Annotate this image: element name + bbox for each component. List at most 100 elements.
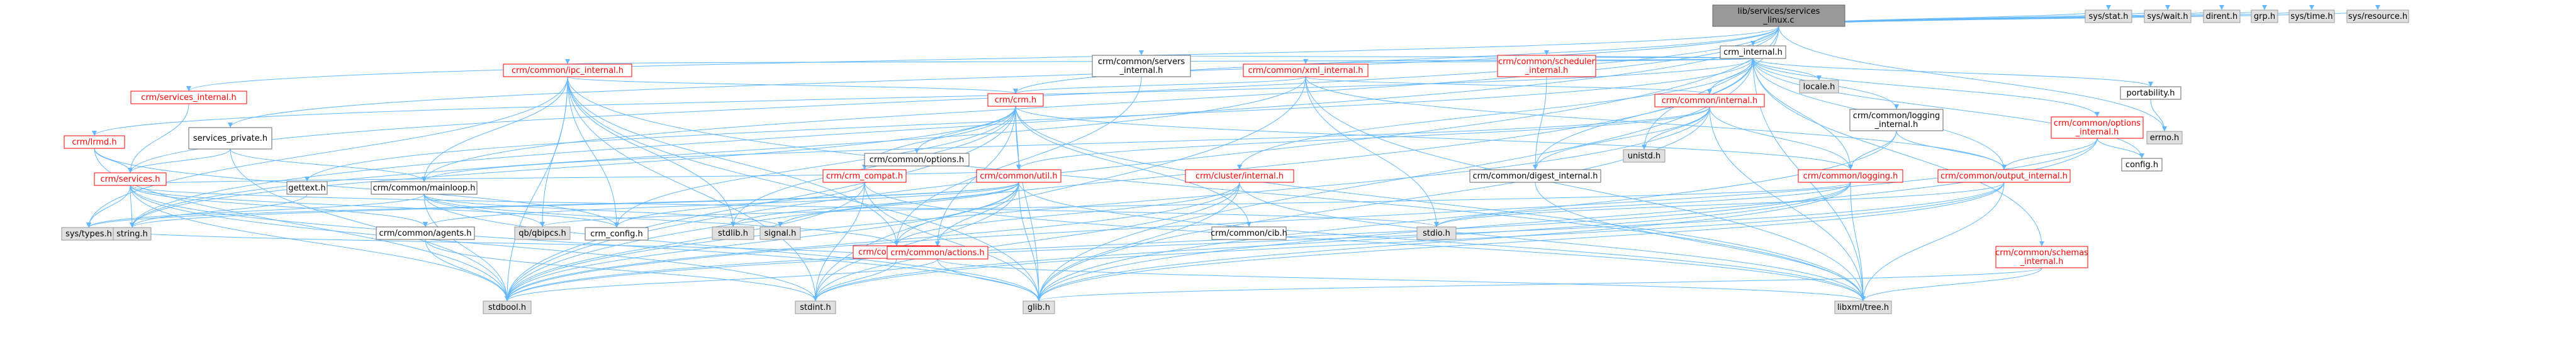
node-label: grp.h bbox=[2254, 12, 2275, 21]
node-label: stdlib.h bbox=[718, 229, 748, 238]
node-label: stdio.h bbox=[1423, 229, 1450, 238]
include-edge bbox=[864, 182, 1864, 302]
node-options-internal[interactable]: crm/common/options_internal.h bbox=[2051, 116, 2144, 139]
include-edge bbox=[1535, 76, 1547, 170]
edge-arrowhead bbox=[2219, 5, 2224, 10]
node-common-options[interactable]: crm/common/options.h bbox=[864, 153, 970, 167]
include-edge bbox=[507, 26, 1779, 302]
node-ipc-internal[interactable]: crm/common/ipc_internal.h bbox=[503, 63, 632, 77]
node-label: crm/common/xml_internal.h bbox=[1248, 66, 1363, 75]
node-common-util[interactable]: crm/common/util.h bbox=[976, 169, 1061, 183]
node-crm-internal[interactable]: crm_internal.h bbox=[1720, 45, 1786, 59]
node-box bbox=[2146, 131, 2183, 145]
node-label: sys/types.h bbox=[65, 229, 112, 239]
node-label: crm_config.h bbox=[590, 229, 643, 239]
edge-arrowhead bbox=[505, 296, 510, 301]
edge-arrowhead bbox=[565, 59, 570, 64]
edge-arrowhead bbox=[1544, 50, 1549, 55]
node-label: _linux.c bbox=[1762, 16, 1794, 25]
include-edge bbox=[732, 106, 1016, 228]
include-edge bbox=[937, 182, 1019, 247]
node-xml-internal[interactable]: crm/common/xml_internal.h bbox=[1243, 63, 1369, 77]
node-digest-internal[interactable]: crm/common/digest_internal.h bbox=[1469, 169, 1601, 183]
edge-arrowhead bbox=[540, 222, 545, 227]
edge-arrowhead bbox=[2309, 5, 2314, 10]
node-output-internal[interactable]: crm/common/output_internal.h bbox=[1937, 169, 2071, 183]
include-edge bbox=[937, 258, 1864, 302]
node-crm-compat[interactable]: crm/crm_compat.h bbox=[822, 169, 907, 183]
include-edge bbox=[1709, 106, 1864, 302]
include-edge bbox=[1015, 76, 1306, 94]
include-edge bbox=[1778, 9, 2265, 27]
edge-arrowhead bbox=[1036, 296, 1041, 301]
node-common-internal[interactable]: crm/common/internal.h bbox=[1654, 94, 1765, 107]
node-config[interactable]: config.h bbox=[2121, 158, 2163, 172]
node-servers-internal[interactable]: crm/common/servers_internal.h bbox=[1092, 55, 1191, 77]
node-label: locale.h bbox=[1803, 82, 1835, 92]
node-actions[interactable]: crm/common/actions.h bbox=[887, 246, 988, 260]
node-logging-internal[interactable]: crm/common/logging_internal.h bbox=[1849, 109, 1944, 131]
node-label: lib/services/services bbox=[1738, 7, 1820, 16]
node-glib: glib.h bbox=[1022, 300, 1055, 314]
node-box bbox=[376, 226, 475, 240]
node-label: string.h bbox=[116, 229, 148, 239]
node-box bbox=[1654, 94, 1765, 107]
node-label: stdbool.h bbox=[488, 303, 526, 312]
node-stdlib: stdlib.h bbox=[712, 226, 754, 240]
node-box bbox=[1185, 169, 1294, 183]
edge-arrowhead bbox=[2106, 5, 2111, 10]
node-portability[interactable]: portability.h bbox=[2120, 86, 2181, 100]
node-stdio: stdio.h bbox=[1416, 226, 1457, 240]
node-crm-h[interactable]: crm/crm.h bbox=[987, 93, 1044, 107]
node-label: crm/common/logging.h bbox=[1803, 172, 1898, 181]
edge-arrowhead bbox=[228, 123, 233, 128]
include-edge bbox=[1644, 106, 1710, 150]
include-edge bbox=[425, 239, 816, 302]
edge-arrowhead bbox=[2139, 153, 2144, 158]
include-edge bbox=[507, 106, 1710, 302]
include-edge bbox=[1015, 106, 1864, 302]
node-label: crm/common/agents.h bbox=[379, 229, 471, 238]
node-mainloop[interactable]: crm/common/mainloop.h bbox=[371, 181, 478, 195]
node-cib[interactable]: crm/common/cib.h bbox=[1211, 226, 1287, 240]
node-libxml-tree: libxml/tree.h bbox=[1834, 300, 1892, 314]
node-label: dirent.h bbox=[2206, 12, 2238, 21]
node-root[interactable]: lib/services/services_linux.c bbox=[1712, 4, 1845, 27]
edge-arrowhead bbox=[894, 241, 899, 246]
node-agents[interactable]: crm/common/agents.h bbox=[376, 226, 475, 240]
include-edge bbox=[937, 258, 1039, 302]
node-label: stdint.h bbox=[800, 303, 831, 312]
node-box bbox=[1416, 226, 1457, 240]
node-gettext[interactable]: gettext.h bbox=[286, 181, 328, 195]
include-edge bbox=[1752, 58, 2142, 159]
include-edge bbox=[132, 182, 1019, 228]
edge-arrowhead bbox=[2002, 165, 2007, 170]
include-edge bbox=[1038, 106, 1710, 302]
node-box bbox=[1834, 300, 1892, 314]
include-edge bbox=[130, 148, 231, 173]
node-services-private[interactable]: services_private.h bbox=[188, 127, 272, 150]
node-crm-config[interactable]: crm_config.h bbox=[585, 227, 649, 241]
node-services[interactable]: crm/services.h bbox=[94, 172, 167, 186]
include-edge bbox=[132, 26, 1779, 228]
node-services-internal[interactable]: crm/services_internal.h bbox=[130, 91, 247, 104]
node-label: crm/cluster/internal.h bbox=[1196, 172, 1284, 181]
include-edge bbox=[130, 185, 1437, 228]
node-box bbox=[1995, 246, 2088, 268]
include-edge bbox=[732, 182, 1019, 228]
include-edge bbox=[815, 182, 865, 302]
node-label: _internal.h bbox=[2075, 128, 2119, 137]
include-edge bbox=[896, 182, 1240, 246]
node-scheduler-internal[interactable]: crm/common/scheduler_internal.h bbox=[1497, 55, 1596, 77]
node-schemas-internal[interactable]: crm/common/schemas_internal.h bbox=[1995, 246, 2088, 268]
include-edge bbox=[1896, 130, 2005, 170]
node-cluster-internal[interactable]: crm/cluster/internal.h bbox=[1185, 169, 1294, 183]
edge-arrowhead bbox=[778, 222, 783, 227]
node-box bbox=[1720, 45, 1786, 59]
include-edge bbox=[1305, 76, 1710, 95]
node-common-logging[interactable]: crm/common/logging.h bbox=[1798, 169, 1903, 183]
node-lrmd[interactable]: crm/lrmd.h bbox=[64, 135, 125, 149]
include-edge bbox=[425, 182, 1019, 228]
include-edge bbox=[423, 76, 568, 182]
